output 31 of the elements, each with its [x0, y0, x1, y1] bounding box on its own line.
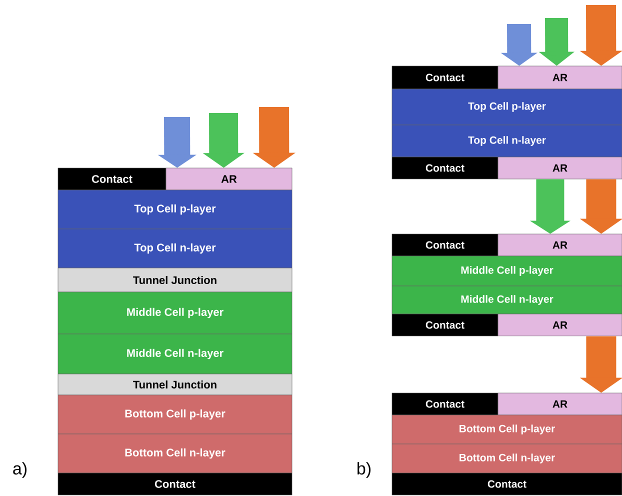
contact-layer: Contact	[392, 156, 498, 180]
top-cell-layer: Top Cell p-layer	[392, 88, 622, 126]
contact-layer: Contact	[392, 314, 498, 336]
contact-layer: Contact	[392, 392, 498, 416]
top-cell-layer: Top Cell n-layer	[58, 228, 292, 268]
bottom-cell-layer: Bottom Cell n-layer	[58, 434, 292, 474]
middle-cell-layer: Middle Cell p-layer	[392, 256, 622, 286]
contact-layer: Contact	[58, 472, 292, 496]
ar-coating-layer: AR	[498, 234, 622, 256]
bottom-cell-layer: Bottom Cell n-layer	[392, 444, 622, 474]
middle-cell-layer: Middle Cell n-layer	[58, 334, 292, 374]
ar-coating-layer: AR	[498, 156, 622, 180]
contact-layer: Contact	[58, 168, 166, 190]
node-label: Middle Cell p-layer	[461, 266, 554, 276]
ar-coating-layer: AR	[498, 66, 622, 90]
ar-coating-layer: AR	[498, 314, 622, 336]
panel-label: a)	[13, 462, 26, 478]
top-cell-layer: Top Cell p-layer	[58, 190, 292, 230]
bottom-cell-layer: Bottom Cell p-layer	[58, 394, 292, 434]
ar-coating-layer: AR	[166, 168, 292, 190]
tunnel-junction-layer: Tunnel Junction	[58, 268, 292, 292]
panel-label: b)	[358, 462, 370, 478]
middle-cell-layer: Middle Cell p-layer	[58, 292, 292, 334]
top-cell-layer: Top Cell n-layer	[392, 124, 622, 158]
contact-layer: Contact	[392, 234, 498, 256]
tunnel-junction-layer: Tunnel Junction	[58, 374, 292, 396]
middle-cell-layer: Middle Cell n-layer	[392, 286, 622, 314]
bottom-cell-layer: Bottom Cell p-layer	[392, 414, 622, 444]
ar-coating-layer: AR	[498, 392, 622, 416]
contact-layer: Contact	[392, 66, 498, 90]
contact-layer: Contact	[392, 472, 622, 496]
